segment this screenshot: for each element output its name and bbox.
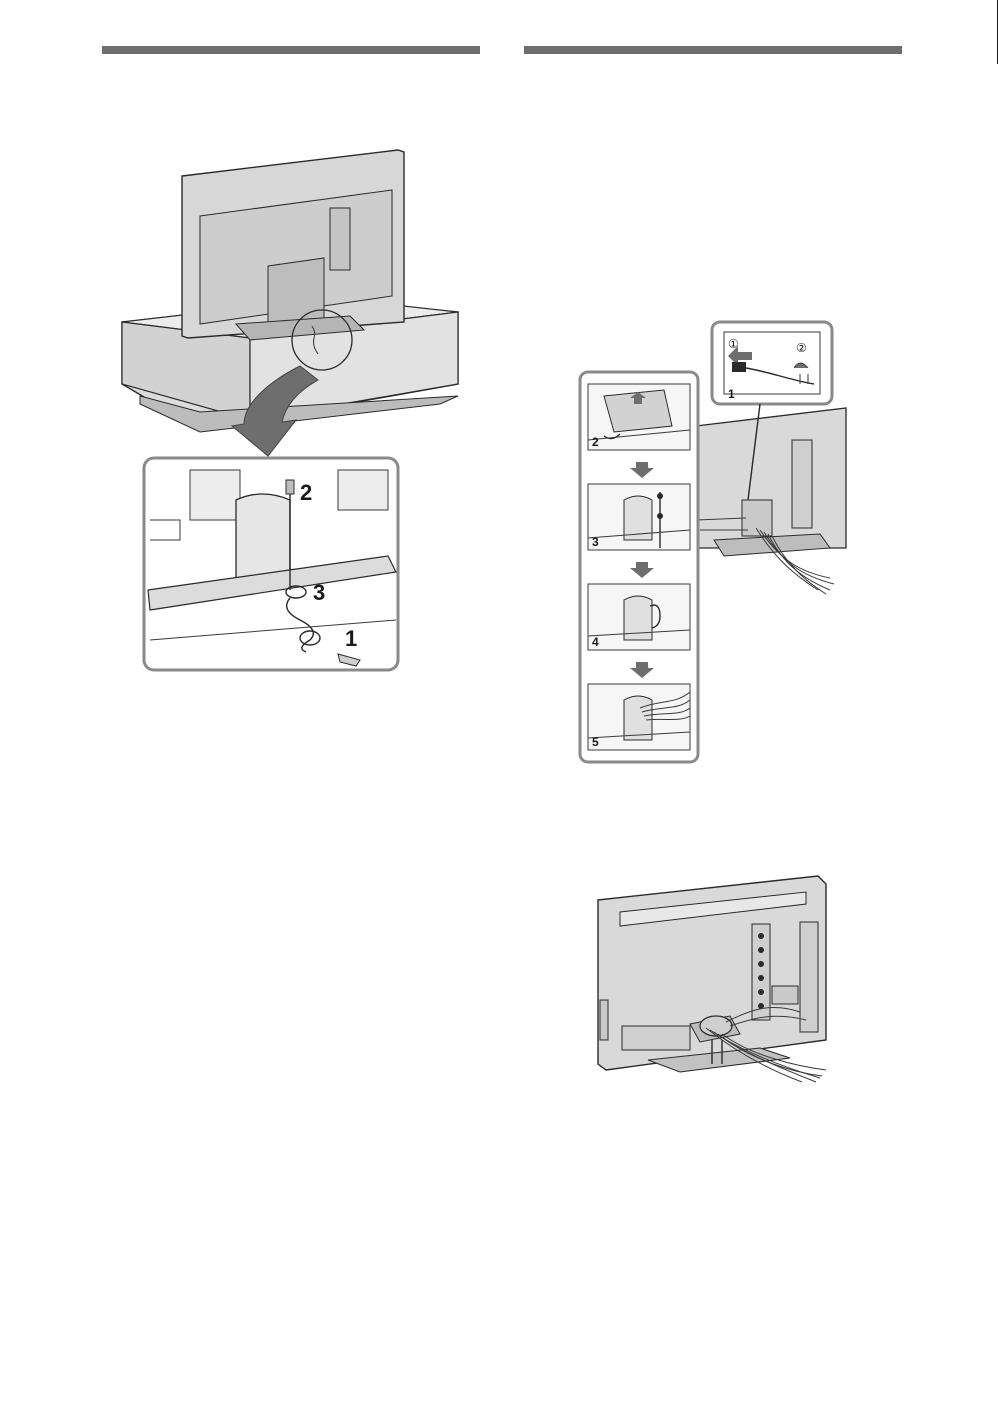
tv-rear-final-illustration [0, 0, 998, 1418]
